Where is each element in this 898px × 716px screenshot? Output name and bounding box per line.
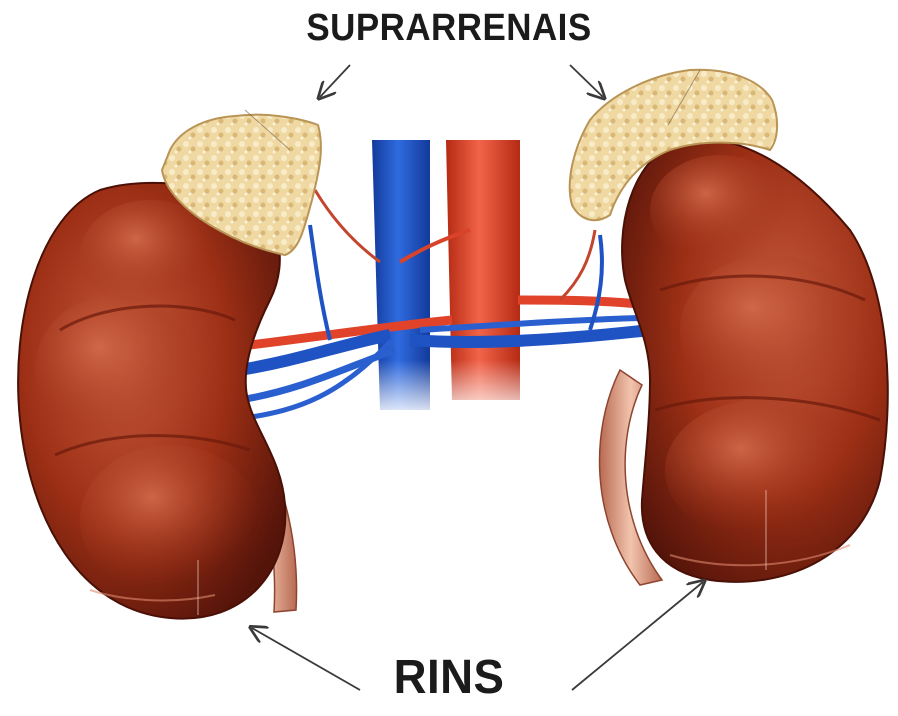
arrow-to-right-adrenal	[570, 65, 603, 97]
left-kidney	[18, 183, 285, 619]
arrow-to-left-adrenal	[320, 65, 350, 97]
label-adrenal-glands: SUPRARRENAIS	[36, 6, 862, 50]
right-renal-vein	[410, 330, 650, 342]
right-kidney	[622, 138, 888, 581]
label-kidneys: RINS	[22, 650, 875, 706]
